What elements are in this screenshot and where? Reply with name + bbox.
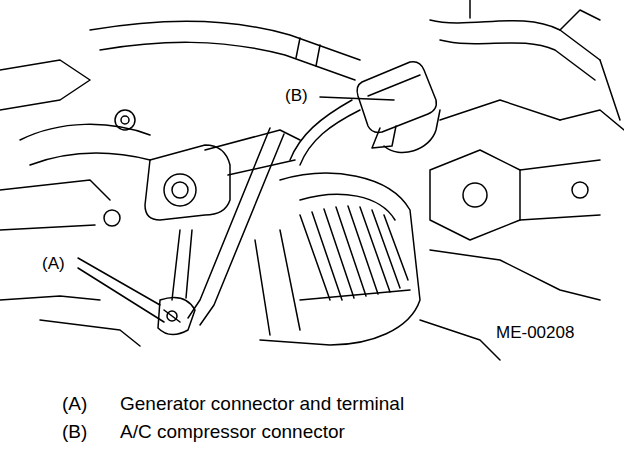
key-letter: (A) [60, 393, 89, 415]
key-letter: (B) [60, 421, 89, 443]
key-text: Generator connector and terminal [118, 393, 406, 415]
figure-number: ME-00208 [494, 323, 576, 343]
callout-letter: (B) [283, 86, 310, 106]
callout-letter: (A) [40, 254, 67, 274]
key-text: A/C compressor connector [118, 421, 347, 443]
